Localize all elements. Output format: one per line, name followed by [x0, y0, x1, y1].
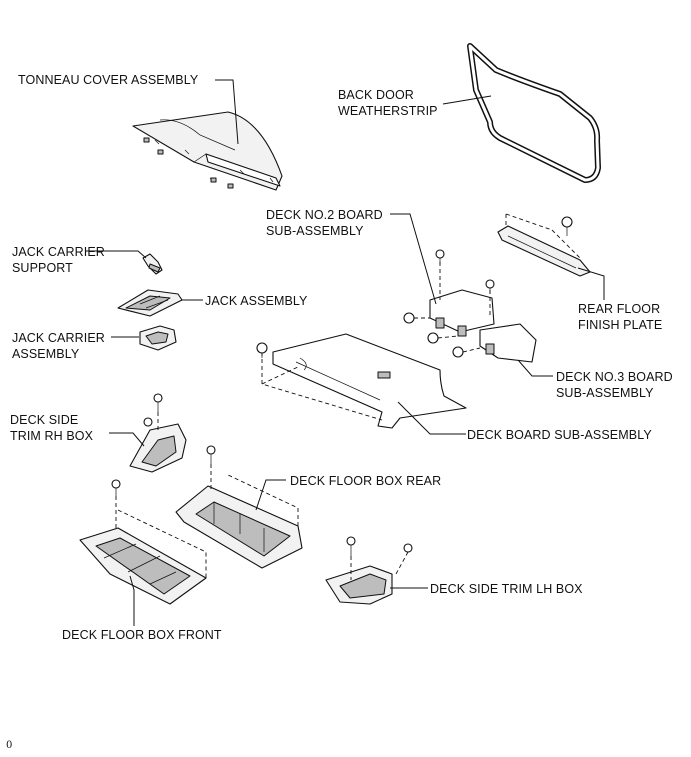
deck-no2-clips [403, 249, 495, 358]
leader-deck-no3 [517, 359, 553, 377]
label-deck-side-trim-lh-box: DECK SIDE TRIM LH BOX [430, 581, 583, 597]
rear-floor-finish-plate-part [497, 213, 591, 277]
label-line: TONNEAU COVER ASSEMBLY [18, 73, 199, 87]
label-line: JACK CARRIER [12, 331, 105, 345]
leader-deck-floor-box-front [129, 575, 135, 626]
label-line: DECK BOARD SUB-ASSEMBLY [467, 428, 652, 442]
deck-side-trim-lh-box-part [325, 536, 413, 605]
leader-tonneau-cover [215, 79, 239, 145]
tonneau-cover-part [132, 111, 283, 191]
label-line: JACK CARRIER [12, 245, 105, 259]
label-line: ASSEMBLY [12, 347, 80, 361]
label-line: DECK NO.3 BOARD [556, 370, 673, 384]
leader-deck-no2 [390, 213, 437, 305]
jack-assembly-part [117, 289, 183, 317]
label-line: TRIM RH BOX [10, 429, 94, 443]
label-line: FINISH PLATE [578, 318, 663, 332]
label-deck-no2-board: DECK NO.2 BOARD SUB-ASSEMBLY [266, 207, 383, 239]
label-deck-side-trim-rh-box: DECK SIDE TRIM RH BOX [10, 412, 93, 444]
label-deck-board-sub-assembly: DECK BOARD SUB-ASSEMBLY [467, 427, 652, 443]
label-line: SUB-ASSEMBLY [556, 386, 654, 400]
label-back-door-weatherstrip: BACK DOOR WEATHERSTRIP [338, 87, 438, 119]
deck-no3-board-part [479, 323, 537, 363]
label-jack-assembly: JACK ASSEMBLY [205, 293, 308, 309]
label-line: SUB-ASSEMBLY [266, 224, 364, 238]
label-jack-carrier-support: JACK CARRIER SUPPORT [12, 244, 105, 276]
deck-floor-box-front-part [79, 479, 207, 605]
leader-jack-carrier-support [86, 250, 147, 259]
label-jack-carrier-assembly: JACK CARRIER ASSEMBLY [12, 330, 105, 362]
leader-deck-board [397, 401, 466, 435]
label-rear-floor-finish-plate: REAR FLOOR FINISH PLATE [578, 301, 662, 333]
label-line: WEATHERSTRIP [338, 104, 438, 118]
deck-board-part [256, 333, 467, 429]
leader-deck-side-rh [109, 432, 145, 447]
label-deck-floor-box-rear: DECK FLOOR BOX REAR [290, 473, 441, 489]
leader-back-door-weatherstrip [442, 95, 492, 105]
label-line: BACK DOOR [338, 88, 414, 102]
label-line: 0 [6, 740, 13, 751]
label-line: REAR FLOOR [578, 302, 661, 316]
corner-mark: 0 [6, 738, 12, 754]
label-line: DECK FLOOR BOX REAR [290, 474, 442, 488]
leader-rear-floor-finish [577, 267, 605, 300]
deck-floor-box-rear-part [175, 445, 303, 569]
label-line: DECK FLOOR BOX FRONT [62, 628, 222, 642]
leader-deck-floor-box-rear [255, 479, 286, 511]
label-line: JACK ASSEMBLY [205, 294, 308, 308]
label-line: SUPPORT [12, 261, 73, 275]
deck-side-trim-rh-box-part [129, 393, 187, 473]
label-deck-floor-box-front: DECK FLOOR BOX FRONT [62, 627, 222, 643]
jack-carrier-assembly-part [139, 325, 177, 351]
deck-no2-board-part [429, 262, 495, 337]
label-line: DECK SIDE [10, 413, 79, 427]
label-line: DECK SIDE TRIM LH BOX [430, 582, 583, 596]
label-tonneau-cover-assembly: TONNEAU COVER ASSEMBLY [18, 72, 198, 88]
label-line: DECK NO.2 BOARD [266, 208, 383, 222]
back-door-weatherstrip-part [467, 43, 601, 183]
label-deck-no3-board: DECK NO.3 BOARD SUB-ASSEMBLY [556, 369, 673, 401]
jack-carrier-support-part [142, 253, 163, 275]
